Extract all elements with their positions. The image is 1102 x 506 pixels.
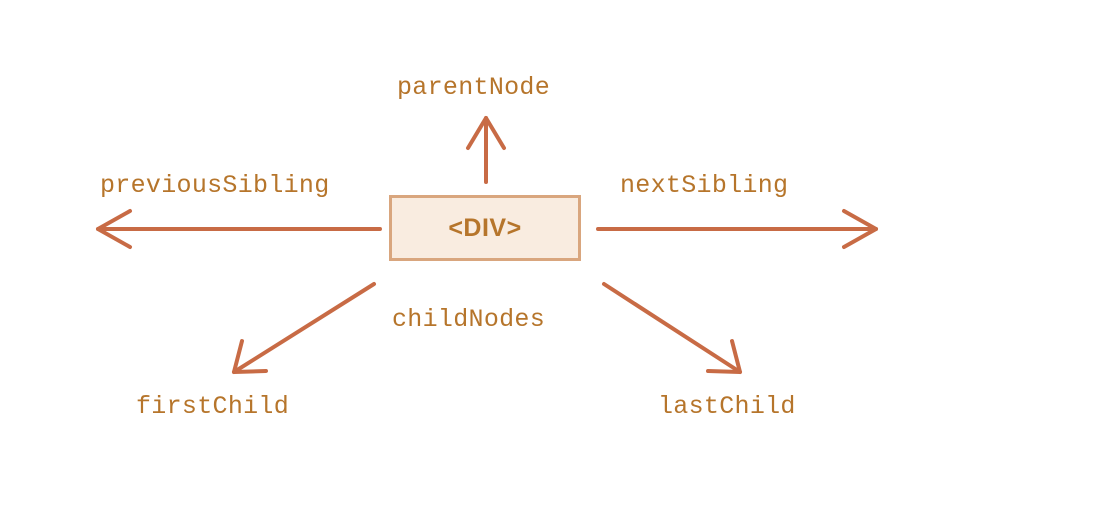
div-node-label: <DIV> (448, 213, 522, 242)
arrow-right-next (596, 209, 878, 249)
label-first-child: firstChild (136, 392, 290, 421)
arrow-down-right-last (602, 282, 742, 374)
label-child-nodes: childNodes (392, 305, 546, 334)
div-node-box: <DIV> (389, 195, 581, 261)
label-parent-node: parentNode (397, 73, 551, 102)
arrow-up-parent (466, 116, 506, 184)
arrow-left-previous (96, 209, 382, 249)
arrow-down-left-first (232, 282, 376, 374)
label-last-child: lastChild (658, 392, 796, 421)
label-previous-sibling: previousSibling (100, 171, 330, 200)
label-next-sibling: nextSibling (620, 171, 789, 200)
